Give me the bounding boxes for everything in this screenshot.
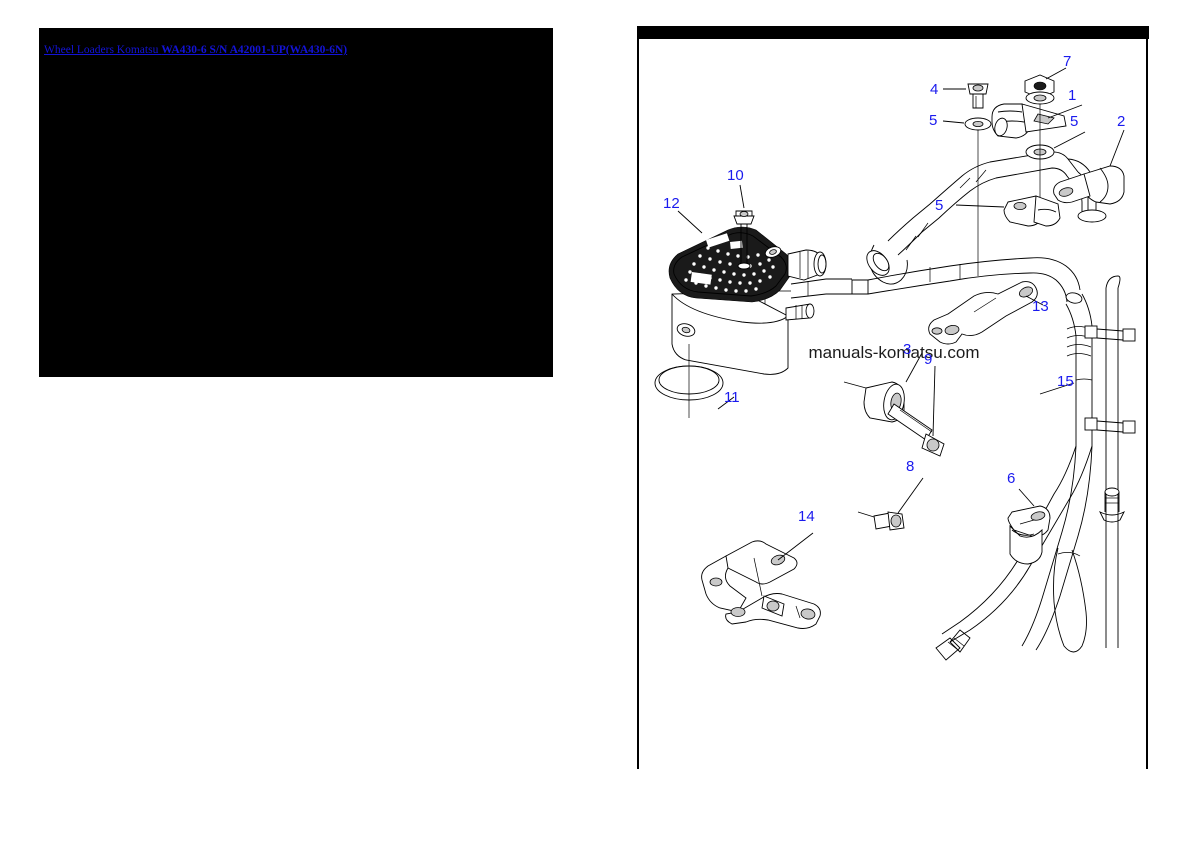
callout-label-14: 13 xyxy=(1032,298,1049,315)
preview-box: Wheel Loaders Komatsu WA430-6 S/N A42001… xyxy=(39,28,553,377)
parts-diagram-svg: manuals-komatsu.com 12 10 11 4 5 7 1 5 2… xyxy=(654,53,1136,661)
parts-diagram-panel: manuals-komatsu.com 12 10 11 4 5 7 1 5 2… xyxy=(630,26,1150,772)
callout-label-8: 7 xyxy=(1063,53,1071,70)
bolt-part-10 xyxy=(887,403,945,457)
nut-part-8 xyxy=(1024,74,1055,105)
washer-part-5-left xyxy=(964,117,992,131)
callout-label-4: 4 xyxy=(930,81,938,98)
breadcrumb-title-link[interactable]: Wheel Loaders Komatsu WA430-6 S/N A42001… xyxy=(44,44,347,56)
watermark-text: manuals-komatsu.com xyxy=(808,343,979,362)
callout-label-10: 9 xyxy=(924,351,932,368)
clamp-part-6 xyxy=(1003,195,1061,227)
callout-leader-lines xyxy=(677,67,1125,561)
oil-cooler-assembly xyxy=(668,226,827,375)
callout-label-7: 6 xyxy=(1007,470,1015,487)
plug-part-9 xyxy=(857,511,905,531)
callout-label-15: 14 xyxy=(798,508,815,525)
hose-assembly-lower xyxy=(764,257,1083,320)
clamp-part-7 xyxy=(1007,505,1051,565)
clamp-part-1 xyxy=(991,103,1067,139)
panel-header-bar xyxy=(637,26,1149,39)
callout-label-3: 3 xyxy=(903,341,911,358)
callout-label-5-right: 5 xyxy=(1070,113,1078,130)
callout-label-2: 2 xyxy=(1117,113,1125,130)
clamp-part-2 xyxy=(1053,165,1125,205)
o-ring-part-12 xyxy=(654,344,724,418)
vertical-tube-assembly xyxy=(935,275,1136,661)
callout-label-5-left: 5 xyxy=(929,112,937,129)
callout-label-11: 10 xyxy=(727,167,744,184)
callout-label-1: 1 xyxy=(1068,87,1076,104)
callout-label-16: 15 xyxy=(1057,373,1074,390)
callout-label-6: 5 xyxy=(935,197,943,214)
callout-label-12: 11 xyxy=(724,389,740,406)
bolt-part-11 xyxy=(733,210,755,270)
title-segment-model-family: Wheel Loaders Komatsu xyxy=(44,44,162,56)
hose-assembly-upper xyxy=(866,151,1107,285)
support-bracket-part-15 xyxy=(701,540,821,629)
bolt-part-4 xyxy=(967,83,989,109)
callout-label-9: 8 xyxy=(906,458,914,475)
title-segment-serial: WA430-6 S/N A42001-UP(WA430-6N) xyxy=(161,44,348,56)
bracket-part-14 xyxy=(928,281,1038,345)
callout-label-13: 12 xyxy=(663,195,680,212)
